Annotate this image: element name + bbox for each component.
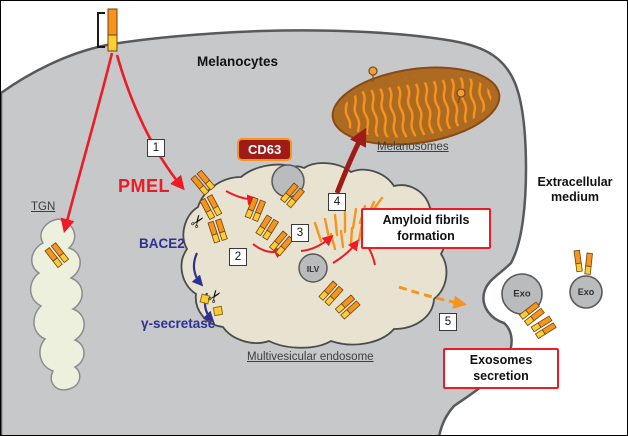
pmel-protein-icon [584,252,593,275]
step-5-box: 5 [439,313,457,331]
cd63-badge: CD63 [237,138,293,161]
ilv-label: ILV [306,264,320,274]
exosomes-secretion-callout: Exosomes secretion [443,348,559,390]
maturation-arrow-to-melanosome [334,127,367,194]
secretion-arrow-dashed [398,285,467,309]
step-1-box: 1 [147,139,165,157]
extracellular-medium-label: Extracellular medium [537,175,613,204]
exo-right-label: Exo [577,287,595,297]
step-2-box: 2 [229,248,247,266]
cleaved-fragments [199,293,224,317]
pmel-protein-icon [573,249,583,273]
exosome-right [569,275,603,309]
step-4-box: 4 [328,193,346,211]
transport-arrow-to-endosome [115,54,185,191]
multivesicular-endosome-label: Multivesicular endosome [247,351,374,363]
melanosome-surface-proteins [368,66,466,104]
melanosomes-label: Melanosomes [377,141,449,153]
exo-left-label: Exo [513,288,531,300]
bace2-label: BACE2 [139,236,185,251]
ilv-vesicle [298,253,328,283]
pmel-protein-icon [107,8,118,52]
transport-arrow-to-tgn [60,52,114,234]
pmel-label: PMEL [118,176,171,196]
tgn-label: TGN [31,201,56,213]
melanosome [331,66,501,146]
melanocytes-label: Melanocytes [197,54,279,69]
membrane-bracket-icon [97,12,105,48]
step-3-box: 3 [291,224,309,242]
pmel-protein-icons [45,8,593,339]
amyloid-fibrils-callout: Amyloid fibrils formation [361,208,491,250]
gamma-secretase-label: γ-secretase [141,316,216,331]
tgn-organelle [29,218,85,391]
